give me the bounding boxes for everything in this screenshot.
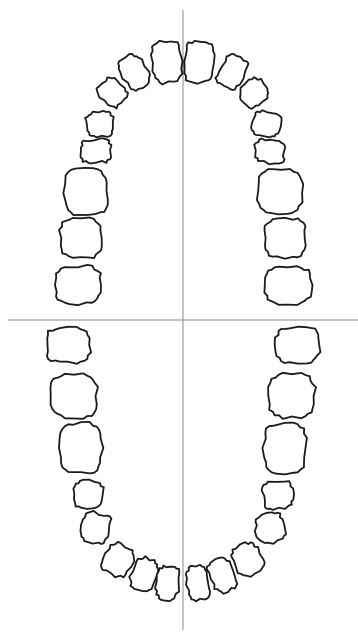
lower-left-tooth-6[interactable] [59, 422, 103, 474]
lower-left-tooth-7[interactable] [51, 373, 99, 418]
upper-left-tooth-7[interactable] [59, 218, 102, 259]
upper-left-tooth-5[interactable] [81, 138, 112, 163]
upper-right-tooth-7[interactable] [265, 218, 306, 259]
lower-left-tooth-1[interactable] [155, 566, 179, 602]
lower-right-tooth-8[interactable] [275, 327, 321, 364]
lower-right-tooth-7[interactable] [268, 373, 316, 419]
lower-left-tooth-5[interactable] [73, 480, 103, 509]
upper-right-tooth-6[interactable] [257, 169, 303, 214]
lower-left-tooth-4[interactable] [81, 511, 112, 544]
upper-right-tooth-8[interactable] [264, 266, 312, 305]
upper-right-tooth-5[interactable] [254, 139, 285, 165]
lower-right-tooth-6[interactable] [262, 423, 307, 475]
upper-left-tooth-1[interactable] [151, 41, 183, 85]
upper-right-tooth-1[interactable] [184, 41, 214, 84]
upper-right-tooth-4[interactable] [251, 110, 281, 137]
upper-left-tooth-4[interactable] [85, 111, 114, 137]
lower-right-tooth-5[interactable] [262, 481, 294, 510]
upper-left-tooth-8[interactable] [55, 265, 101, 305]
lower-left-tooth-8[interactable] [47, 327, 91, 364]
upper-left-tooth-6[interactable] [63, 168, 108, 215]
